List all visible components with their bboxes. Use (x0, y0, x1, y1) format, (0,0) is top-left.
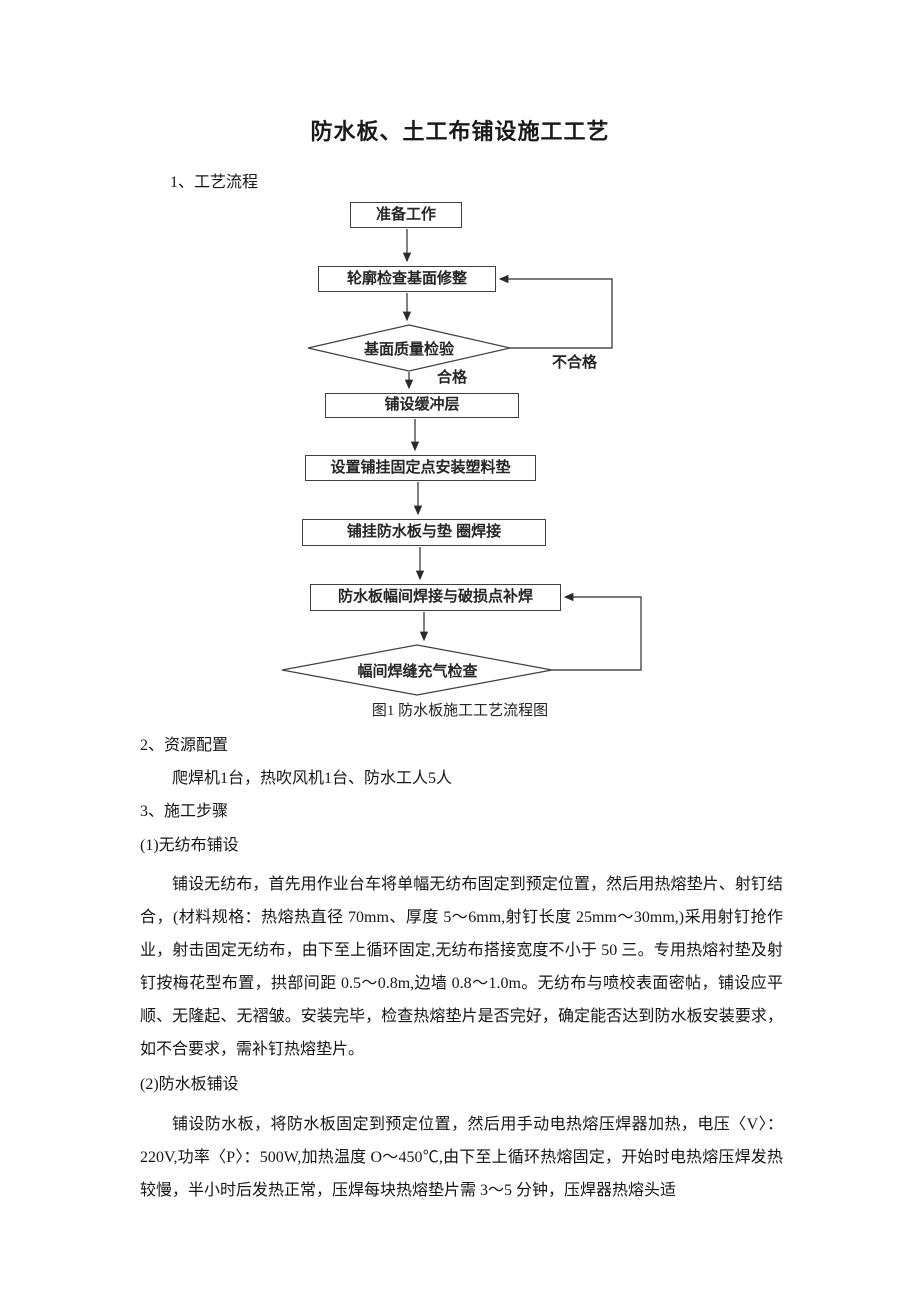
flow-node-hang-weld: 铺挂防水板与垫 圈焊接 (302, 519, 546, 546)
flow-node-fix-points: 设置铺挂固定点安装塑料垫 (305, 455, 536, 481)
flow-node-air-check: 幅间焊缝充气检查 (357, 662, 478, 680)
section-3-sub1-paragraph: 铺设无纺布，首先用作业台车将单幅无纺布固定到预定位置，然后用热熔垫片、射钉结合，… (140, 876, 783, 1058)
unqualified-feedback-connector (498, 274, 613, 349)
label-qualified: 合格 (437, 369, 468, 386)
flow-node-seam-weld: 防水板幅间焊接与破损点补焊 (310, 584, 561, 611)
flow-node-quality-check: 基面质量检验 (363, 340, 454, 358)
flow-node-prepare: 准备工作 (350, 202, 462, 228)
document-title: 防水板、土工布铺设施工工艺 (310, 119, 610, 144)
flow-node-contour-check: 轮廓检查基面修整 (318, 266, 496, 292)
flow-node-buffer-layer: 铺设缓冲层 (325, 393, 519, 418)
section-3-sub1-heading: (1)无纺布铺设 (140, 837, 239, 854)
section-2-content: 爬焊机1台，热吹风机1台、防水工人5人 (172, 770, 453, 787)
section-3-sub2-paragraph: 铺设防水板，将防水板固定到预定位置，然后用手动电热熔压焊器加热，电压〈V〉：22… (140, 1116, 783, 1199)
aircheck-feedback-connector (552, 592, 642, 671)
section-2-heading: 2、资源配置 (140, 737, 229, 754)
flowchart-caption: 图1 防水板施工工艺流程图 (371, 703, 549, 719)
section-1-heading: 1、工艺流程 (170, 174, 259, 191)
label-unqualified: 不合格 (552, 354, 598, 371)
section-3-sub2-heading: (2)防水板铺设 (140, 1076, 239, 1093)
section-3-heading: 3、施工步骤 (140, 803, 229, 820)
